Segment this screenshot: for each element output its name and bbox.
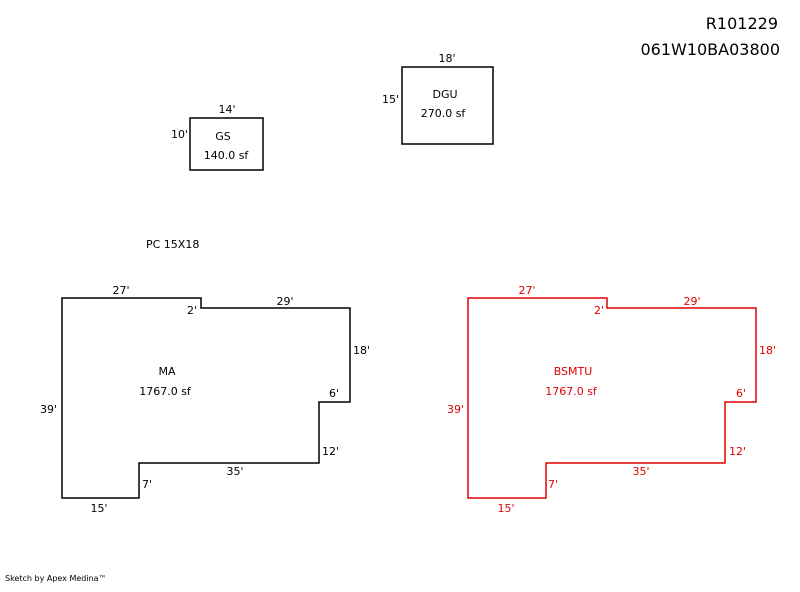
- ma-dim-right: 18': [353, 344, 370, 357]
- bsmtu-dim-notch: 2': [594, 304, 604, 317]
- note-text: PC 15X18: [146, 238, 199, 251]
- ma-dim-left: 39': [40, 403, 57, 416]
- ma-dim-bottom-right: 35': [226, 465, 243, 478]
- footer-credit: Sketch by Apex Medina™: [5, 574, 107, 583]
- bsmtu-area-value: 1767.0 sf: [545, 385, 598, 398]
- ma-dim-notch: 2': [187, 304, 197, 317]
- ma-area-value: 1767.0 sf: [139, 385, 192, 398]
- dgu-top-dim: 18': [438, 52, 455, 65]
- bsmtu-dim-left: 39': [447, 403, 464, 416]
- gs-label: GS: [215, 130, 231, 143]
- dgu-area: 18' 15' DGU 270.0 sf: [382, 52, 494, 145]
- ma-dim-top-right: 29': [276, 295, 293, 308]
- dgu-label: DGU: [432, 88, 457, 101]
- ma-area: 27' 2' 29' 18' 6' 12' 35' 7' 15' 39' MA …: [40, 284, 370, 515]
- bsmtu-dim-top: 27': [518, 284, 535, 297]
- bsmtu-dim-right: 18': [759, 344, 776, 357]
- ma-outline: [61, 297, 351, 499]
- bsmtu-label: BSMTU: [554, 365, 593, 378]
- ma-label: MA: [158, 365, 175, 378]
- ma-dim-right-lower: 12': [322, 445, 339, 458]
- gs-left-dim: 10': [171, 128, 188, 141]
- bsmtu-area: 27' 2' 29' 18' 6' 12' 35' 7' 15' 39' BSM…: [447, 284, 776, 515]
- bsmtu-dim-bottom: 15': [497, 502, 514, 515]
- bsmtu-dim-step: 6': [736, 387, 746, 400]
- map-number: 061W10BA03800: [640, 40, 780, 59]
- bsmtu-dim-bottom-right: 35': [632, 465, 649, 478]
- gs-outline: [189, 117, 264, 171]
- bsmtu-outline: [467, 297, 757, 499]
- ma-dim-top: 27': [112, 284, 129, 297]
- gs-top-dim: 14': [218, 103, 235, 116]
- parcel-id: R101229: [705, 14, 778, 33]
- dgu-area-value: 270.0 sf: [421, 107, 467, 120]
- bsmtu-dim-right-lower: 12': [729, 445, 746, 458]
- bsmtu-dim-top-right: 29': [683, 295, 700, 308]
- bsmtu-dim-inner: 7': [548, 478, 558, 491]
- dgu-outline: [401, 66, 494, 145]
- gs-area-value: 140.0 sf: [204, 149, 250, 162]
- dgu-left-dim: 15': [382, 93, 399, 106]
- ma-dim-bottom: 15': [90, 502, 107, 515]
- gs-area: 14' 10' GS 140.0 sf: [171, 103, 264, 171]
- ma-dim-inner: 7': [142, 478, 152, 491]
- ma-dim-step: 6': [329, 387, 339, 400]
